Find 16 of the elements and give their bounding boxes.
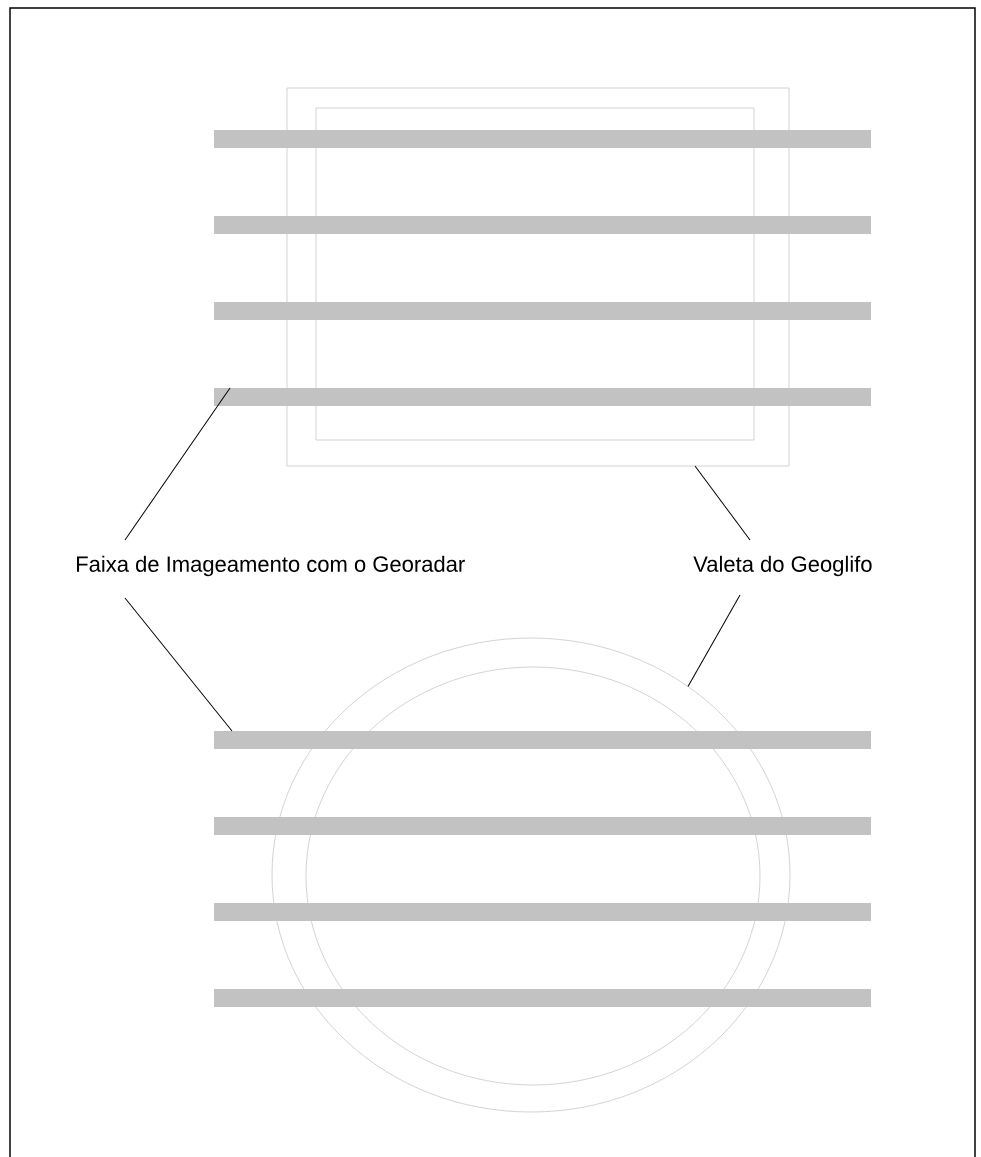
leader-line — [124, 387, 231, 541]
label-text: Valeta do Geoglifo — [693, 555, 872, 577]
ditch-outline — [286, 87, 790, 467]
imaging-strip — [214, 817, 871, 835]
label-text: Faixa de Imageamento com o Georadar — [77, 555, 465, 577]
imaging-strip — [214, 989, 871, 1007]
leader-line — [694, 465, 751, 541]
imaging-strip — [214, 130, 871, 148]
imaging-strip — [214, 903, 871, 921]
ditch-outline — [271, 637, 791, 1113]
leader-line — [124, 597, 233, 732]
imaging-strip — [214, 216, 871, 234]
leader-line — [687, 594, 741, 687]
imaging-strip — [214, 388, 871, 406]
imaging-strip — [214, 731, 871, 749]
imaging-strip — [214, 302, 871, 320]
